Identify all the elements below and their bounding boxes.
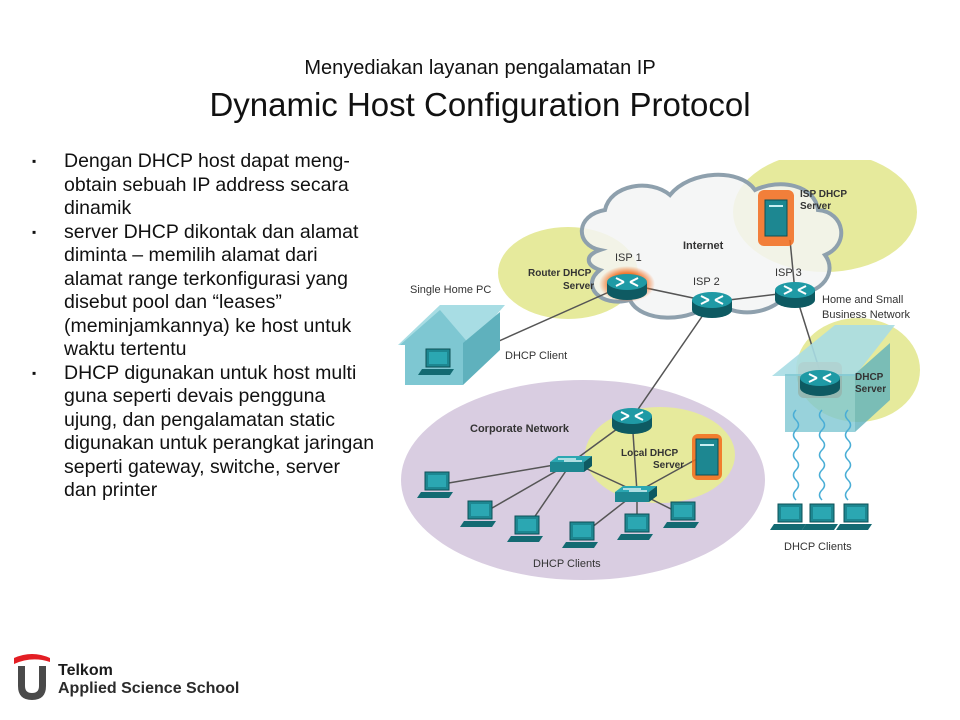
corporate-switch-icon	[614, 485, 658, 503]
logo-subtitle: Applied Science School	[58, 680, 240, 697]
bullet-marker: ▪	[32, 224, 37, 239]
single-home-house-icon	[398, 305, 505, 385]
isp2-label: ISP 2	[693, 276, 720, 288]
corporate-router-icon	[611, 407, 653, 435]
internet-label: Internet	[683, 240, 724, 252]
bullet-text: server DHCP dikontak dan alamat diminta …	[64, 220, 359, 361]
corporate-switch-icon	[549, 455, 593, 473]
isp1-label: ISP 1	[615, 252, 642, 264]
isp3-label: ISP 3	[775, 267, 802, 279]
isp1-router-icon	[606, 273, 648, 301]
bullet-list: ▪ Dengan DHCP host dapat meng-obtain sebu…	[30, 150, 375, 503]
bullet-marker: ▪	[32, 365, 37, 380]
dhcp-network-diagram: Internet ISP 1 ISP 2 ISP 3 ISP DHCP Serv…	[398, 160, 920, 580]
local-dhcp-server-icon	[695, 438, 719, 476]
isp-dhcp-server-label: ISP DHCP	[800, 189, 847, 200]
dhcp-client-label: DHCP Client	[505, 350, 567, 362]
pc-icon	[835, 503, 873, 531]
home-dhcp-server-label: Server	[855, 384, 886, 395]
isp3-router-icon	[774, 281, 816, 309]
home-dhcp-router-icon	[799, 369, 841, 397]
slide-title: Dynamic Host Configuration Protocol	[209, 86, 751, 123]
dhcp-clients-label: DHCP Clients	[533, 558, 601, 570]
single-home-pc-label: Single Home PC	[410, 284, 491, 296]
pc-icon	[801, 503, 839, 531]
slide-subtitle: Menyediakan layanan pengalamatan IP	[304, 57, 656, 79]
dhcp-clients-label: DHCP Clients	[784, 541, 852, 553]
bullet-marker: ▪	[32, 154, 37, 168]
telkom-logo-icon	[14, 654, 50, 700]
link-isp2-corp	[631, 301, 713, 419]
logo-name: Telkom	[58, 662, 113, 679]
bullet-text: Dengan DHCP host dapat meng-obtain sebua…	[64, 150, 350, 219]
bullet-item: ▪ server DHCP dikontak dan alamat diminta…	[30, 221, 375, 362]
router-dhcp-server-label: Router DHCP	[528, 268, 592, 279]
isp-dhcp-server-label: Server	[800, 201, 831, 212]
isp-dhcp-server-icon	[764, 199, 788, 237]
bullet-item: ▪ DHCP digunakan untuk host multi guna se…	[30, 362, 375, 503]
router-dhcp-server-label: Server	[563, 281, 594, 292]
home-small-business-label: Home and Small	[822, 294, 903, 306]
local-dhcp-server-label: Server	[653, 460, 684, 471]
pc-icon	[769, 503, 807, 531]
home-small-business-label: Business Network	[822, 309, 911, 321]
corporate-network-label: Corporate Network	[470, 423, 570, 435]
local-dhcp-server-label: Local DHCP	[621, 448, 679, 459]
bullet-item: ▪ Dengan DHCP host dapat meng-obtain sebu…	[30, 150, 375, 221]
bullet-text: DHCP digunakan untuk host multi guna sep…	[64, 361, 375, 502]
home-dhcp-server-label: DHCP	[855, 372, 884, 383]
wireless-signal-icon	[792, 409, 852, 501]
isp2-router-icon	[691, 291, 733, 319]
small-business-house-icon	[772, 325, 895, 432]
